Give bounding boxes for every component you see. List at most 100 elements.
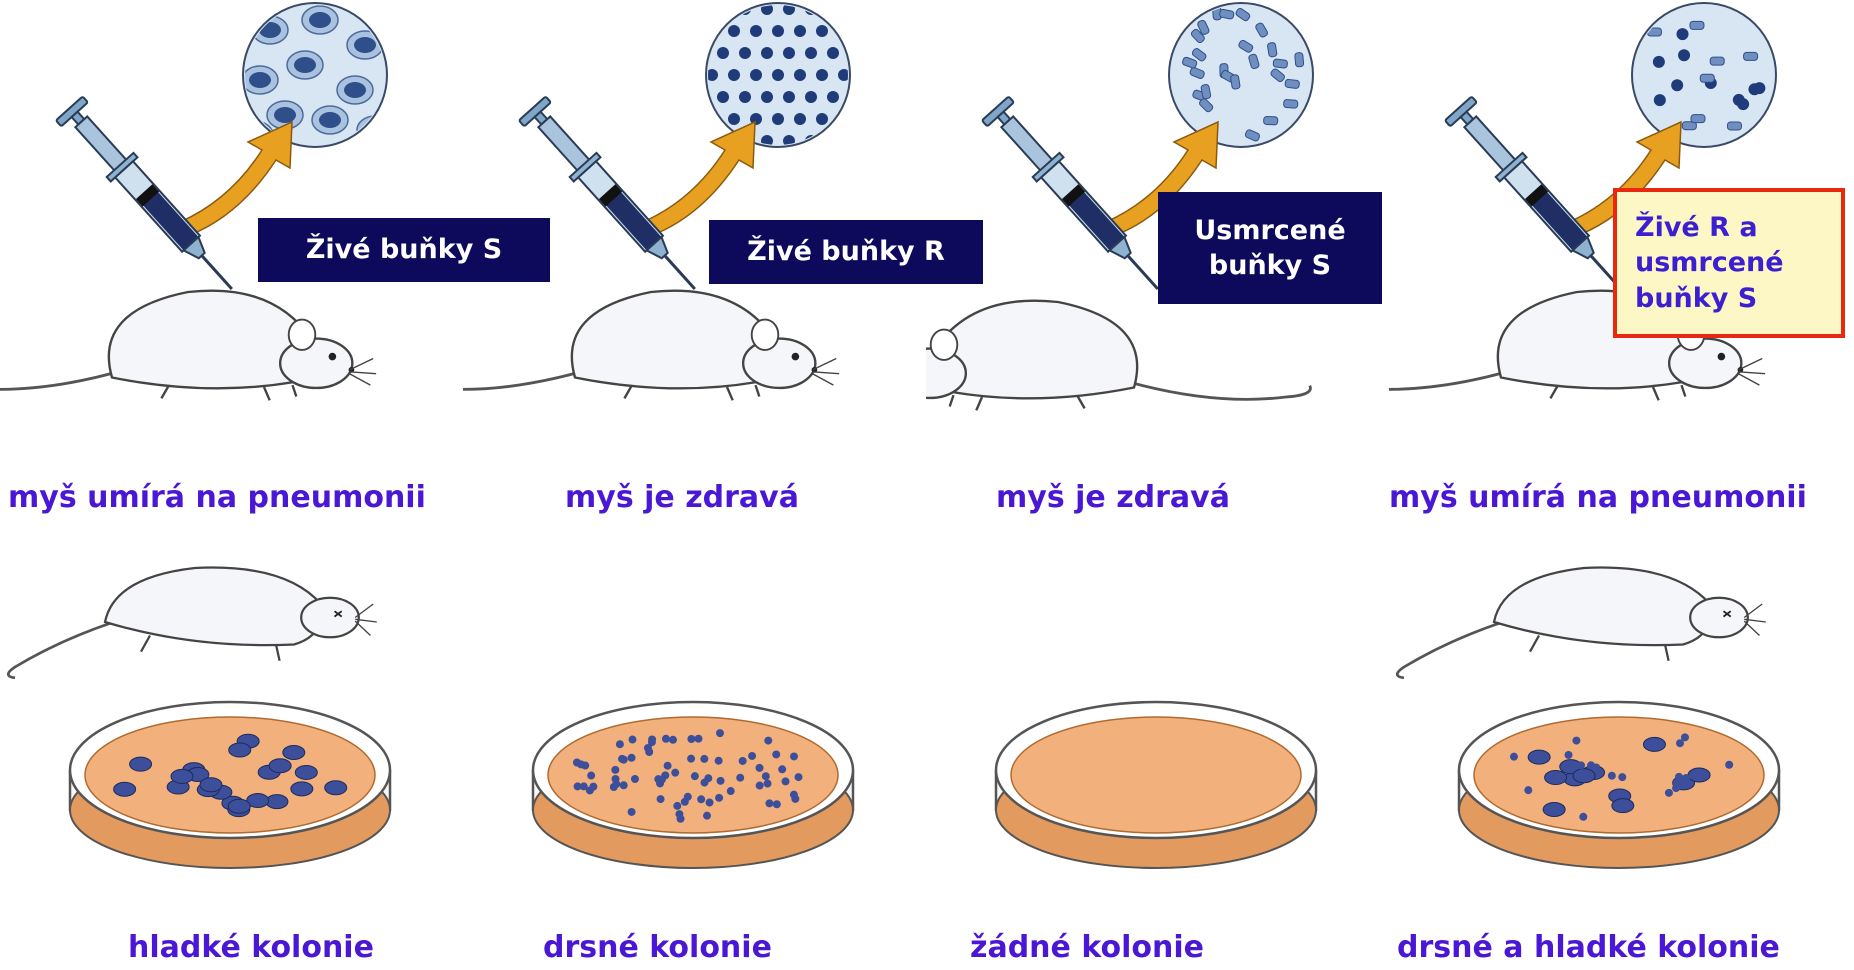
cell-fragment xyxy=(1690,21,1704,29)
cell xyxy=(750,69,762,81)
colony xyxy=(645,748,653,756)
cell xyxy=(1737,98,1749,110)
colony xyxy=(1688,768,1710,782)
colony xyxy=(773,800,781,808)
mouse-icon xyxy=(463,291,839,401)
outcome-text: myš umírá na pneumonii xyxy=(1389,480,1807,515)
colony-result-text: drsné kolonie xyxy=(543,930,772,965)
cell xyxy=(1678,49,1690,61)
colony xyxy=(687,755,695,763)
colony xyxy=(662,735,670,743)
cell xyxy=(816,69,828,81)
cell xyxy=(805,91,817,103)
syringe-icon xyxy=(982,96,1171,301)
cell-nucleus xyxy=(294,57,316,73)
panel-mixed-cells: Živé R a usmrcené buňky S myš umírá na p… xyxy=(1389,0,1852,970)
cell xyxy=(728,113,740,125)
cell xyxy=(794,113,806,125)
cell xyxy=(816,25,828,37)
colony xyxy=(1618,773,1626,781)
cell xyxy=(794,25,806,37)
colony xyxy=(756,764,764,772)
cell xyxy=(783,91,795,103)
colony xyxy=(114,782,136,796)
cell xyxy=(827,47,839,59)
colony xyxy=(778,765,786,773)
cell xyxy=(1677,28,1689,40)
colony xyxy=(228,799,250,813)
cell-fragment xyxy=(1691,115,1705,123)
cell-fragment xyxy=(1267,42,1277,57)
cell xyxy=(761,91,773,103)
colony xyxy=(657,795,665,803)
cell xyxy=(849,135,861,147)
colony xyxy=(269,759,291,773)
magnified-cells-circle xyxy=(1632,3,1776,147)
colony xyxy=(574,782,582,790)
colony xyxy=(1676,739,1684,747)
cell xyxy=(1654,94,1666,106)
colony xyxy=(628,736,636,744)
colony xyxy=(291,782,313,796)
colony xyxy=(727,787,735,795)
colony xyxy=(790,752,798,760)
cell xyxy=(772,69,784,81)
colony xyxy=(1565,751,1573,759)
colony xyxy=(620,781,628,789)
colony xyxy=(717,777,725,785)
cell xyxy=(772,113,784,125)
colony xyxy=(739,757,747,765)
cell xyxy=(1653,56,1665,68)
cell xyxy=(706,113,718,125)
colony xyxy=(677,815,685,823)
colony xyxy=(612,775,620,783)
colony xyxy=(673,802,681,810)
cell-nucleus xyxy=(274,107,296,123)
colony xyxy=(589,783,597,791)
outcome-text: myš umírá na pneumonii xyxy=(8,480,426,515)
colony xyxy=(681,798,689,806)
colony xyxy=(748,752,756,760)
cell-fragment xyxy=(1230,74,1240,89)
cell xyxy=(838,25,850,37)
colony xyxy=(782,777,790,785)
cell-nucleus xyxy=(344,82,366,98)
colony xyxy=(1573,769,1595,783)
cell xyxy=(849,47,861,59)
colony xyxy=(283,745,305,759)
syringe-icon xyxy=(519,96,708,301)
cell-fragment xyxy=(1273,59,1288,69)
colony xyxy=(715,794,723,802)
syringe-icon xyxy=(56,96,245,301)
petri-dish-icon xyxy=(70,702,390,868)
cell xyxy=(761,47,773,59)
panel-live-s-cells: Živé buňky S myš umírá na pneumonii hlad… xyxy=(0,0,463,970)
cell xyxy=(717,3,729,15)
colony xyxy=(704,774,712,782)
dead-mouse-icon xyxy=(8,568,377,678)
panel-killed-s-cells: Usmrcené buňky S myš je zdravá žádné kol… xyxy=(926,0,1389,970)
arrow-icon xyxy=(643,122,755,235)
cell xyxy=(717,47,729,59)
petri-dish-icon xyxy=(996,702,1316,868)
cell-nucleus xyxy=(249,72,271,88)
cell xyxy=(750,25,762,37)
colony xyxy=(694,735,702,743)
colony-result-text: žádné kolonie xyxy=(970,930,1204,965)
cell xyxy=(739,91,751,103)
colony xyxy=(1665,789,1673,797)
petri-dish-icon xyxy=(1459,702,1779,868)
colony xyxy=(631,775,639,783)
syringe-icon xyxy=(1445,96,1634,301)
mouse-icon xyxy=(0,291,376,401)
cell xyxy=(827,91,839,103)
dead-mouse-icon xyxy=(1397,568,1766,678)
colony xyxy=(765,799,773,807)
colony xyxy=(664,762,672,770)
colony-result-text: drsné a hladké kolonie xyxy=(1397,930,1780,965)
magnified-cells-circle xyxy=(237,3,393,149)
colony xyxy=(295,765,317,779)
colony xyxy=(628,808,636,816)
cell xyxy=(838,113,850,125)
